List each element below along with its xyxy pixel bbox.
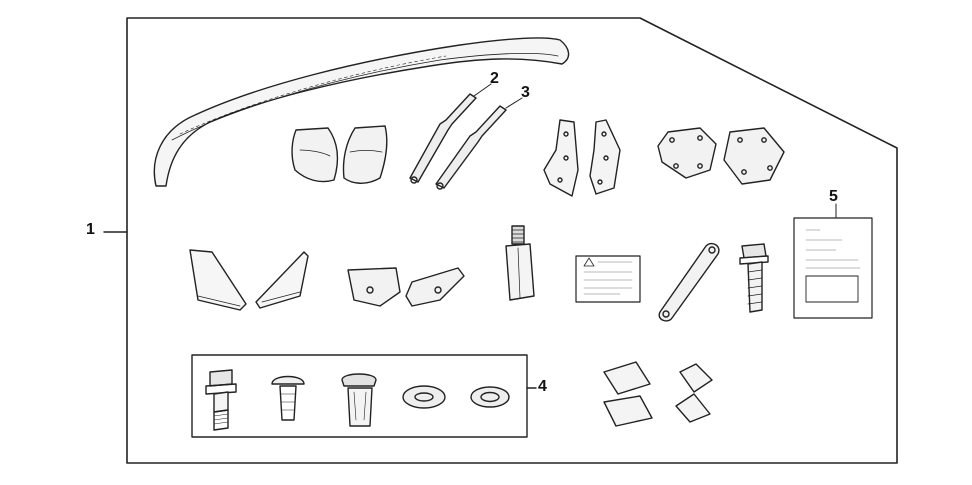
support-rod-2 xyxy=(409,83,492,184)
flange-bolt xyxy=(205,369,237,431)
kit-boundary-frame xyxy=(126,17,898,464)
trim-clip xyxy=(271,375,305,421)
callout-3: 3 xyxy=(521,84,530,101)
tape-pads-pair-a xyxy=(603,361,653,427)
rear-spoiler xyxy=(153,37,570,187)
callout-2: 2 xyxy=(490,70,499,87)
instruction-manual xyxy=(793,203,873,319)
warning-label xyxy=(575,255,641,303)
hardware-kit-box xyxy=(191,354,528,438)
callout-5: 5 xyxy=(829,188,838,205)
link-bar xyxy=(658,242,720,322)
well-nut xyxy=(341,373,377,427)
mount-plates xyxy=(347,267,465,307)
washer-large xyxy=(402,385,446,409)
callout-4: 4 xyxy=(538,378,547,395)
standoff-bolt xyxy=(505,225,535,301)
spoiler-end-caps xyxy=(291,125,388,184)
tape-pads-pair-b xyxy=(675,363,713,423)
support-rod-3 xyxy=(435,97,523,190)
callout-1: 1 xyxy=(86,221,95,238)
triangle-covers xyxy=(189,249,309,311)
hinge-plates xyxy=(657,127,785,185)
mounting-brackets xyxy=(543,119,621,197)
washer-small xyxy=(470,386,510,408)
hex-bolt xyxy=(739,243,769,313)
